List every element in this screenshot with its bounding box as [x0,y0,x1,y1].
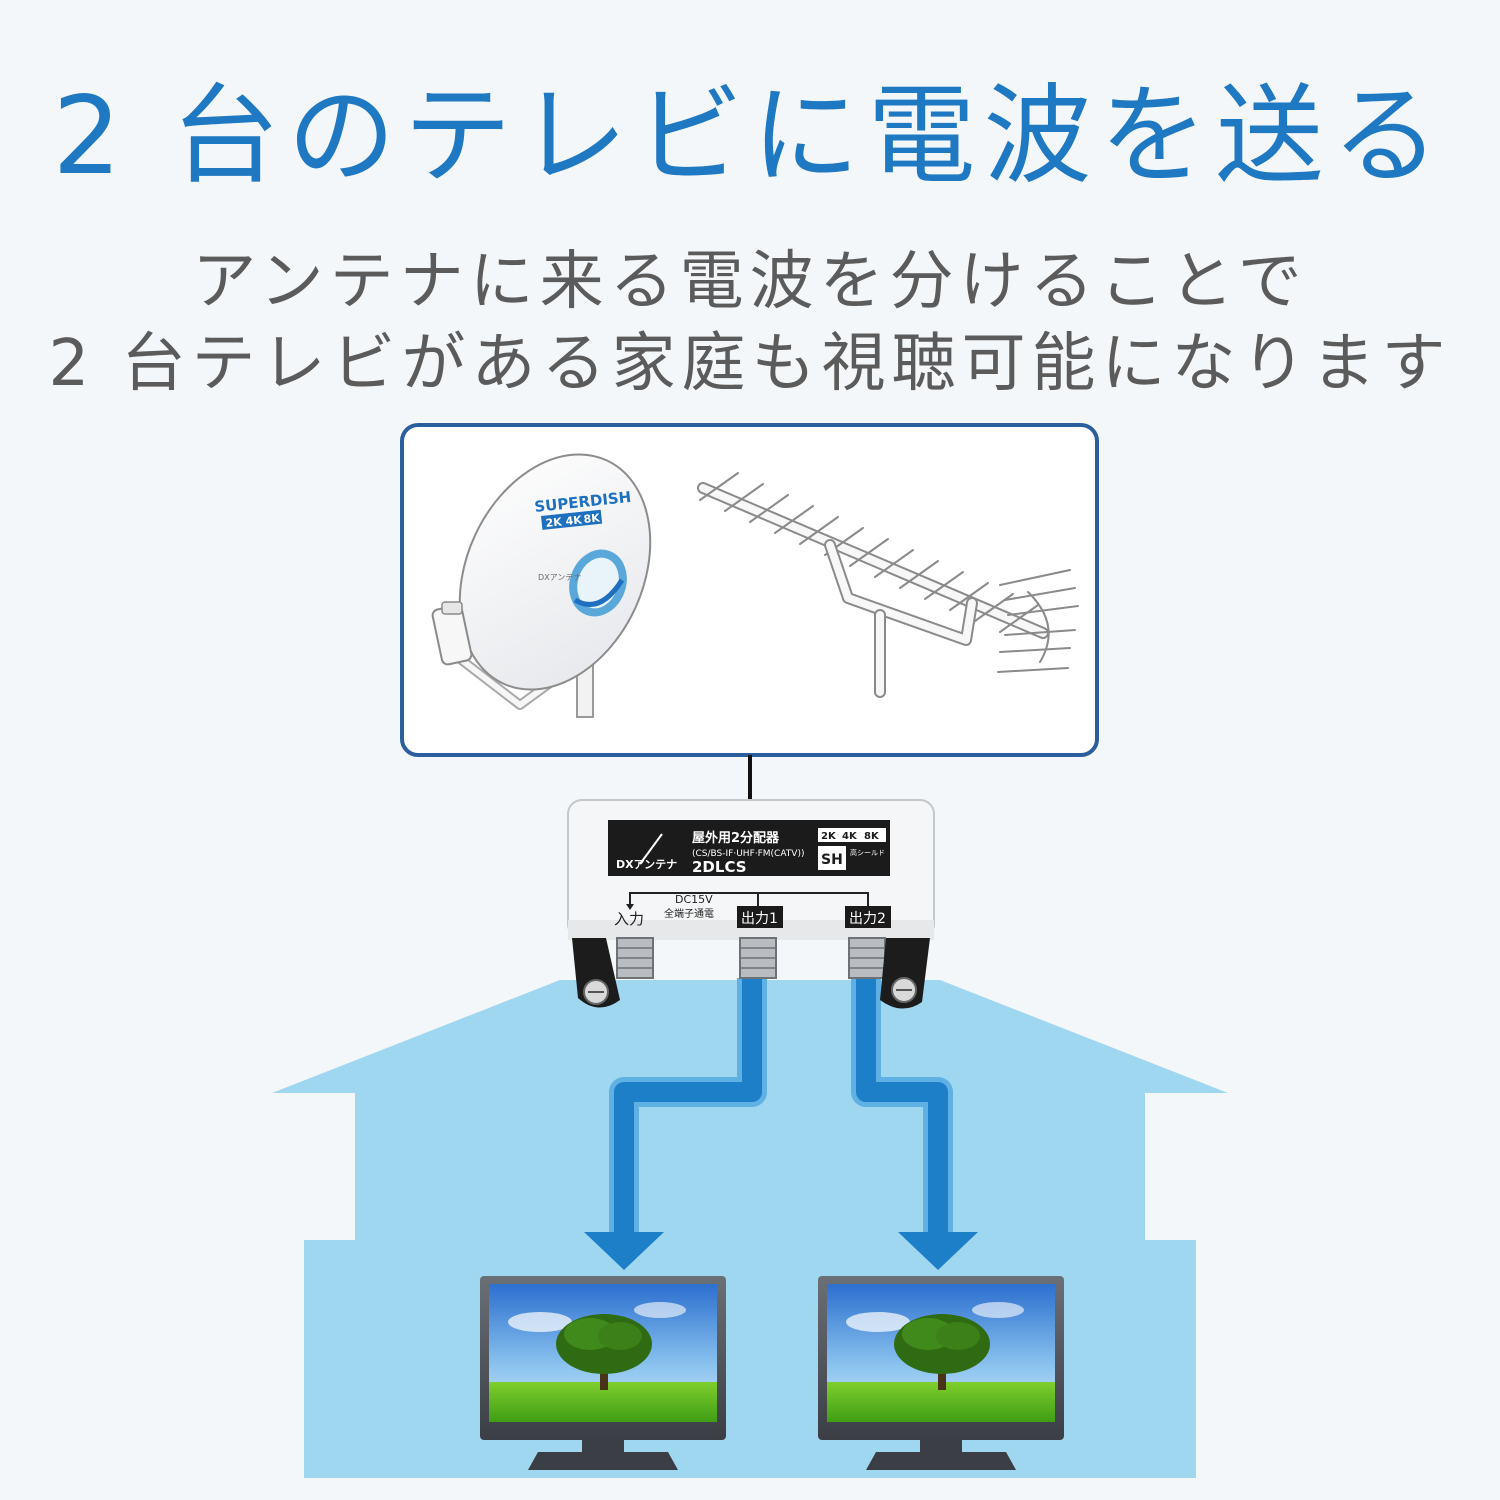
tv-2-illustration [818,1276,1064,1470]
splitter-product-name: 屋外用2分配器 [692,830,780,846]
splitter-power-label: DC15V [675,893,713,906]
splitter-power-note: 全端子通電 [664,907,714,920]
signal-arrow-1 [584,978,767,1270]
headline: 2 台のテレビに電波を送る [52,74,1448,199]
splitter-input-label: 入力 [614,910,644,928]
subtext-line2: 2 台テレビがある家庭も視聴可能になります [48,327,1452,401]
splitter-device: DXアンテナ 屋外用2分配器 (CS/BS-IF·UHF·FM(CATV)) 2… [567,799,935,1009]
splitter-output2-label: 出力2 [849,911,886,927]
dish-badge-2k: 2K [545,515,563,530]
dish-badge-8k: 8K [583,511,601,526]
dish-badge-4k: 4K [565,513,583,528]
splitter-badge-4k: 4K [842,831,858,842]
splitter-badge-8k: 8K [864,831,880,842]
splitter-maker: DXアンテナ [616,858,677,871]
splitter-badge-2k: 2K [821,831,837,842]
signal-arrow-2 [851,975,978,1270]
splitter-output1-label: 出力1 [741,911,778,927]
tv-1-illustration [480,1276,726,1470]
splitter-shield-badge: SH [821,852,843,868]
dish-resolution-badges: 2K 4K 8K [541,509,603,530]
splitter-bands: (CS/BS-IF·UHF·FM(CATV)) [692,849,804,859]
splitter-model: 2DLCS [692,858,747,876]
subtext-line1: アンテナに来る電波を分けることで [192,245,1308,319]
splitter-shield-note: 高シールド [850,848,885,857]
dish-maker-label: DXアンテナ [538,573,581,582]
uhf-antenna-illustration [697,472,1079,698]
satellite-dish-illustration: SUPERDISH 2K 4K 8K DXアンテナ [431,453,652,718]
